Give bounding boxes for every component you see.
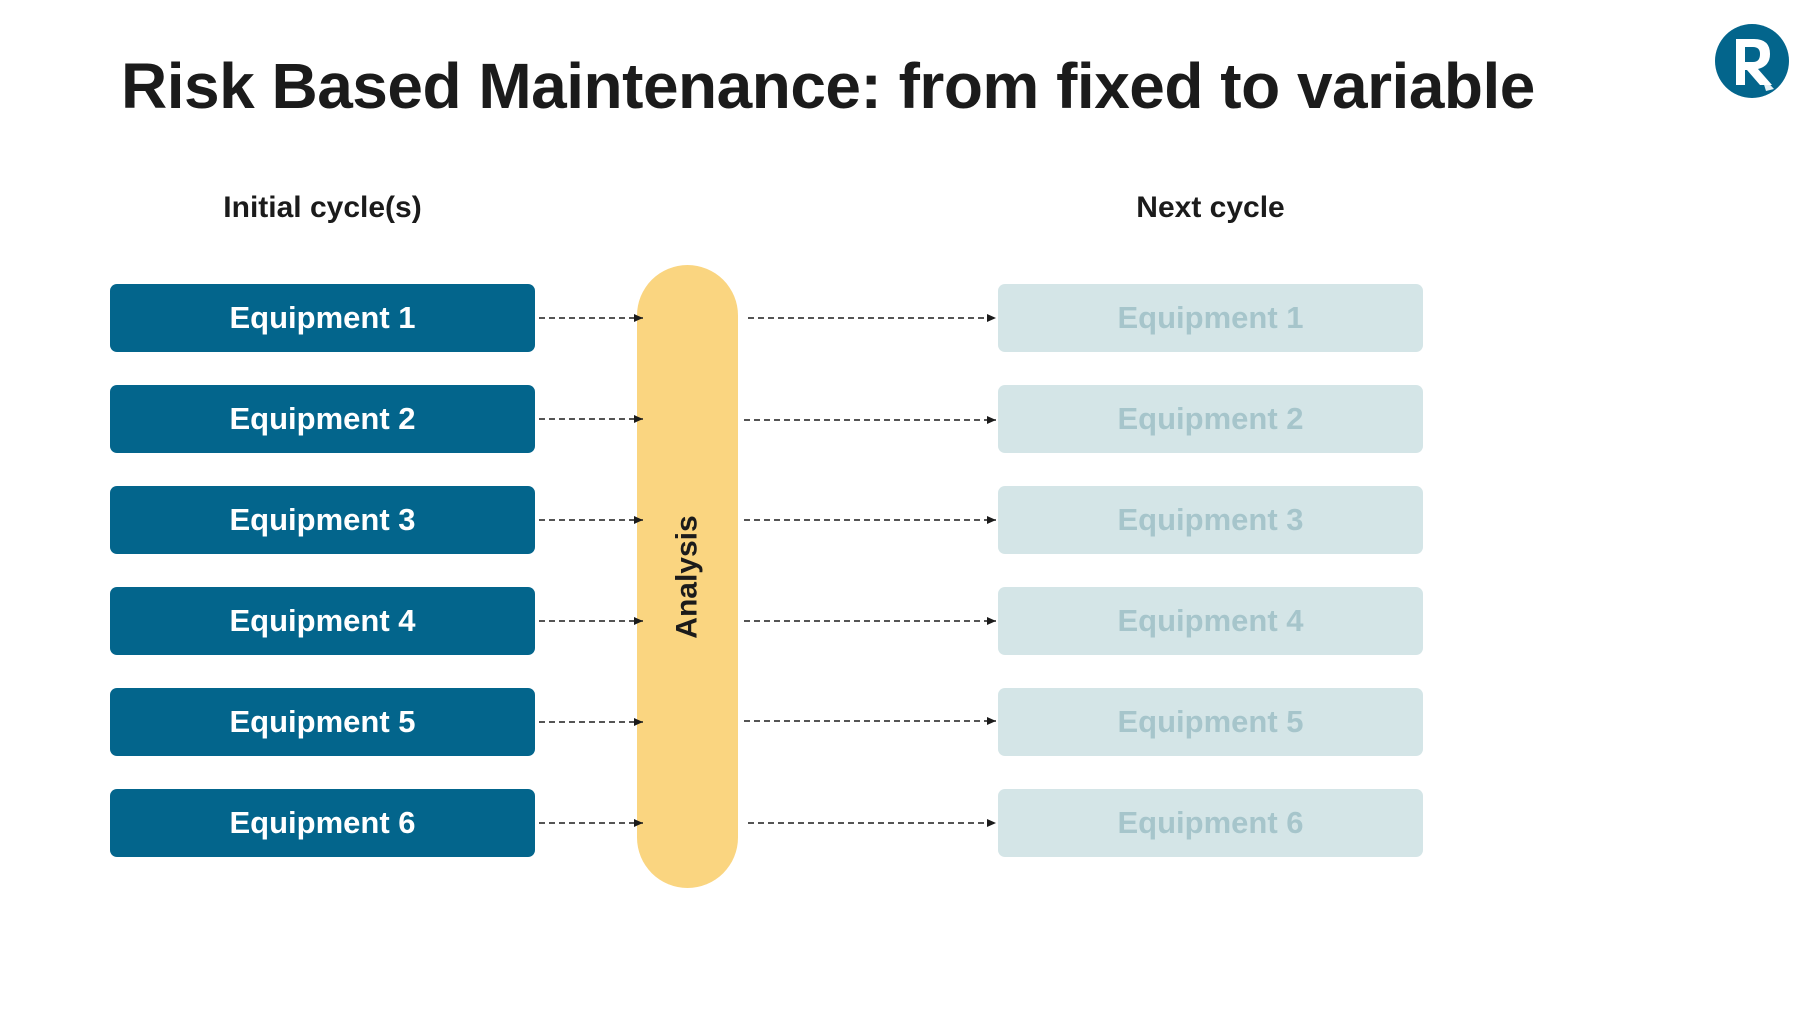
initial-equipment-3: Equipment 3: [110, 486, 535, 554]
next-equipment-4: Equipment 4: [998, 587, 1423, 655]
analysis-pill: Analysis: [637, 265, 738, 888]
page-title: Risk Based Maintenance: from fixed to va…: [121, 50, 1535, 122]
initial-equipment-5: Equipment 5: [110, 688, 535, 756]
next-equipment-2: Equipment 2: [998, 385, 1423, 453]
next-equipment-6: Equipment 6: [998, 789, 1423, 857]
initial-equipment-4: Equipment 4: [110, 587, 535, 655]
initial-equipment-2: Equipment 2: [110, 385, 535, 453]
next-equipment-1: Equipment 1: [998, 284, 1423, 352]
initial-cycle-header: Initial cycle(s): [223, 191, 422, 224]
initial-equipment-6: Equipment 6: [110, 789, 535, 857]
initial-equipment-1: Equipment 1: [110, 284, 535, 352]
next-equipment-5: Equipment 5: [998, 688, 1423, 756]
next-equipment-3: Equipment 3: [998, 486, 1423, 554]
r-logo-icon: [1715, 24, 1789, 98]
next-cycle-header: Next cycle: [1136, 191, 1285, 224]
